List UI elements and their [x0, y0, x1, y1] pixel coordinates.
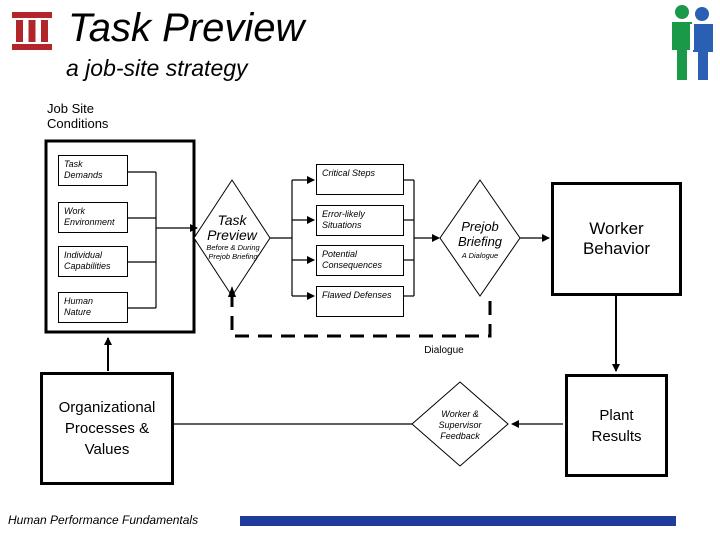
plant-results-label: Plant Results — [591, 406, 642, 445]
job-site-conditions-label: Job Site Conditions — [47, 101, 109, 131]
work-environment-box: Work Environment — [58, 202, 128, 233]
prejob-briefing-subtitle: A Dialogue — [461, 251, 499, 260]
organizational-label: Organizational Processes & Values — [58, 399, 156, 458]
plant-results-box: Plant Results — [565, 374, 668, 477]
error-likely-situations-box: Error-likely Situations — [316, 205, 404, 236]
human-nature-box: Human Nature — [58, 292, 128, 323]
worker-behavior-label: Worker Behavior — [582, 219, 651, 258]
critical-steps-box: Critical Steps — [316, 164, 404, 195]
considerations-to-prejob-connector — [404, 179, 440, 297]
task-preview-subtitle: Before & During Prejob Briefing — [206, 243, 260, 261]
dialogue-arrowhead — [228, 286, 236, 297]
task-preview-title: Task Preview — [207, 212, 257, 243]
dialogue-label: Dialogue — [424, 345, 464, 356]
column-logo-icon — [12, 12, 52, 50]
prejob-briefing-title: Prejob Briefing — [457, 219, 503, 249]
organizational-box: Organizational Processes & Values — [40, 372, 174, 485]
individual-capabilities-box: Individual Capabilities — [58, 246, 128, 277]
footer-bar — [240, 516, 676, 526]
footer-text: Human Performance Fundamentals — [8, 513, 199, 527]
worker-behavior-box: Worker Behavior — [551, 182, 682, 296]
dialogue-loop — [230, 293, 492, 338]
feedback-label: Worker & Supervisor Feedback — [438, 409, 482, 441]
prejob-diamond — [439, 179, 521, 297]
jobsite-to-task-preview-connector — [128, 171, 198, 309]
potential-consequences-box: Potential Consequences — [316, 245, 404, 276]
task-demands-box: Task Demands — [58, 155, 128, 186]
people-icon — [672, 5, 713, 80]
feedback-diamond — [411, 381, 509, 467]
page-subtitle: a job-site strategy — [66, 55, 248, 81]
page-title: Task Preview — [68, 6, 305, 50]
flawed-defenses-box: Flawed Defenses — [316, 286, 404, 317]
task-preview-to-considerations-connector — [270, 176, 315, 300]
